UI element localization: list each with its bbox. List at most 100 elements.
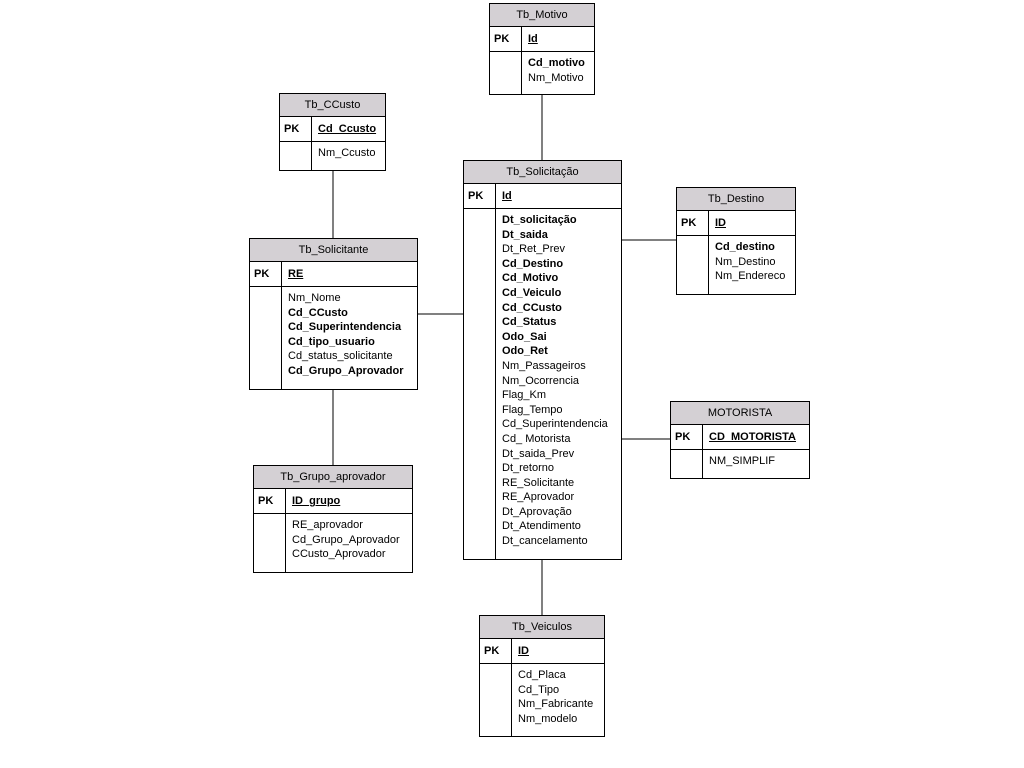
key-column	[254, 514, 286, 572]
key-column	[490, 52, 522, 94]
attribute: Flag_Tempo	[502, 403, 563, 416]
entity-title: MOTORISTA	[671, 402, 809, 425]
entity-title: Tb_CCusto	[280, 94, 385, 117]
attribute: Cd_motivo	[528, 57, 585, 69]
attribute: Cd_Tipo	[518, 683, 560, 696]
attribute: Dt_saida	[502, 228, 548, 241]
primary-key-row: PK RE	[250, 262, 417, 287]
attribute: Nm_Ccusto	[318, 147, 376, 159]
attribute: Dt_Ret_Prev	[502, 243, 565, 256]
attribute: Dt_solicitação	[502, 214, 577, 226]
primary-key-name: ID_grupo	[292, 495, 341, 507]
attribute: Odo_Ret	[502, 345, 548, 358]
primary-key-row: PK ID_grupo	[254, 489, 412, 514]
attribute: Dt_Atendimento	[502, 520, 581, 533]
attribute: Cd_Destino	[502, 257, 564, 270]
attribute-row: NM_SIMPLIF	[671, 450, 809, 478]
attribute: Nm_Motivo	[528, 71, 584, 84]
primary-key-name: ID	[715, 217, 726, 229]
attribute: Cd_Grupo_Aprovador	[292, 533, 400, 546]
pk-label: PK	[490, 27, 522, 51]
primary-key-name: RE	[288, 268, 304, 280]
attribute: Dt_saida_Prev	[502, 447, 575, 460]
attribute-list: NM_SIMPLIF	[703, 450, 775, 478]
attribute: Nm_modelo	[518, 712, 578, 725]
pk-label: PK	[671, 425, 703, 449]
key-column	[671, 450, 703, 478]
attribute: Nm_Destino	[715, 255, 776, 268]
attribute: RE_Solicitante	[502, 476, 575, 489]
entity-title: Tb_Solicitante	[250, 239, 417, 262]
attribute: CCusto_Aprovador	[292, 548, 386, 561]
primary-key-name: Id	[502, 190, 512, 202]
attribute: Nm_Endereco	[715, 270, 786, 283]
attribute: Dt_cancelamento	[502, 535, 588, 548]
attribute: Cd_CCusto	[288, 306, 348, 319]
attribute: Cd_Superintendencia	[502, 418, 608, 431]
primary-key-name: ID	[518, 645, 529, 657]
attribute: Cd_status_solicitante	[288, 350, 393, 363]
attribute: RE_aprovador	[292, 519, 363, 531]
attribute: Nm_Ocorrencia	[502, 374, 580, 387]
attribute: Nm_Fabricante	[518, 698, 594, 711]
primary-key-row: PK Id	[464, 184, 621, 209]
attribute: Cd_ Motorista	[502, 432, 571, 445]
attribute: Odo_Sai	[502, 330, 547, 343]
key-column	[677, 236, 709, 294]
pk-label: PK	[254, 489, 286, 513]
primary-key-row: PK CD_MOTORISTA	[671, 425, 809, 450]
attribute: NM_SIMPLIF	[709, 455, 776, 467]
attribute: Flag_Km	[502, 389, 547, 402]
pk-label: PK	[250, 262, 282, 286]
attribute: Cd_tipo_usuario	[288, 335, 375, 348]
attribute: Dt_Aprovação	[502, 505, 572, 518]
attribute: Cd_Motivo	[502, 272, 559, 285]
attribute: Cd_Placa	[518, 669, 566, 681]
key-column	[250, 287, 282, 389]
attribute: RE_Aprovador	[502, 491, 575, 504]
attribute: Cd_CCusto	[502, 301, 562, 314]
pk-label: PK	[464, 184, 496, 208]
attribute: Cd_Status	[502, 316, 557, 329]
pk-label: PK	[280, 117, 312, 141]
attribute: Nm_Passageiros	[502, 359, 586, 372]
primary-key-row: PK Cd_Ccusto	[280, 117, 385, 142]
attribute: Cd_Grupo_Aprovador	[288, 364, 404, 377]
attribute-list: Nm_Ccusto	[312, 142, 375, 170]
primary-key-name: CD_MOTORISTA	[709, 431, 796, 443]
attribute: Cd_Veiculo	[502, 286, 562, 299]
entity-title: Tb_Destino	[677, 188, 795, 211]
attribute: Cd_Superintendencia	[288, 321, 402, 334]
entity-title: Tb_Solicitação	[464, 161, 621, 184]
key-column	[480, 664, 512, 736]
attribute: Dt_retorno	[502, 462, 554, 475]
entity-title: Tb_Veiculos	[480, 616, 604, 639]
key-column	[464, 209, 496, 559]
primary-key-name: Cd_Ccusto	[318, 123, 377, 135]
attribute: Cd_destino	[715, 241, 775, 253]
primary-key-name: Id	[528, 33, 538, 45]
primary-key-row: PK Id	[490, 27, 594, 52]
attribute-row: Nm_Ccusto	[280, 142, 385, 170]
